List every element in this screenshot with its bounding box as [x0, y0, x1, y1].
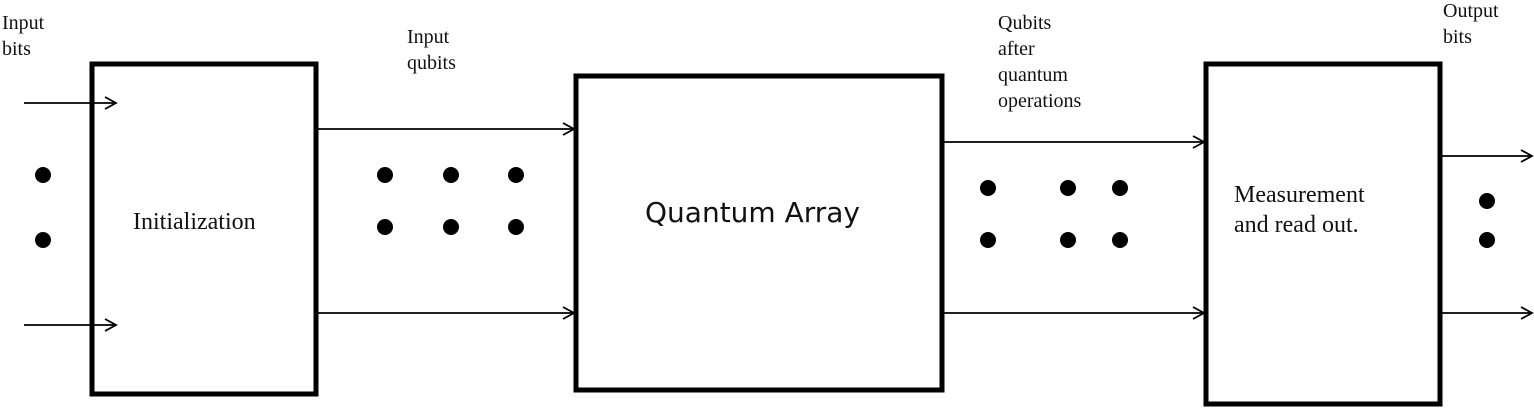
ellipsis-dot [980, 180, 996, 196]
ellipsis-dot [508, 167, 524, 183]
initialization-box [89, 61, 319, 397]
ellipsis-dot [1479, 193, 1495, 209]
ellipsis-dot [377, 219, 393, 235]
ellipsis-dot [35, 167, 51, 183]
ellipsis-dot [1060, 180, 1076, 196]
output-bits-label: Output bits [1443, 0, 1499, 48]
ellipsis-dot [1060, 232, 1076, 248]
ellipsis-dot [1479, 232, 1495, 248]
measurement-box [1203, 61, 1443, 407]
ellipsis-dot [1112, 232, 1128, 248]
ellipsis-dot [508, 219, 524, 235]
measurement-label: Measurement and read out. [1234, 182, 1365, 238]
qubits-after-operations-label: Qubits after quantum operations [998, 12, 1082, 112]
ellipsis-dot [980, 232, 996, 248]
ellipsis-dot [443, 219, 459, 235]
quantum-array-label: Quantum Array [645, 196, 861, 229]
ellipsis-dot [443, 167, 459, 183]
initialization-label: Initialization [133, 209, 256, 235]
input-bits-label: Input bits [2, 12, 45, 60]
ellipsis-dot [1112, 180, 1128, 196]
ellipsis-dot [35, 232, 51, 248]
quantum-array-box [573, 73, 945, 393]
input-qubits-label: Input qubits [407, 26, 456, 74]
ellipsis-dot [377, 167, 393, 183]
